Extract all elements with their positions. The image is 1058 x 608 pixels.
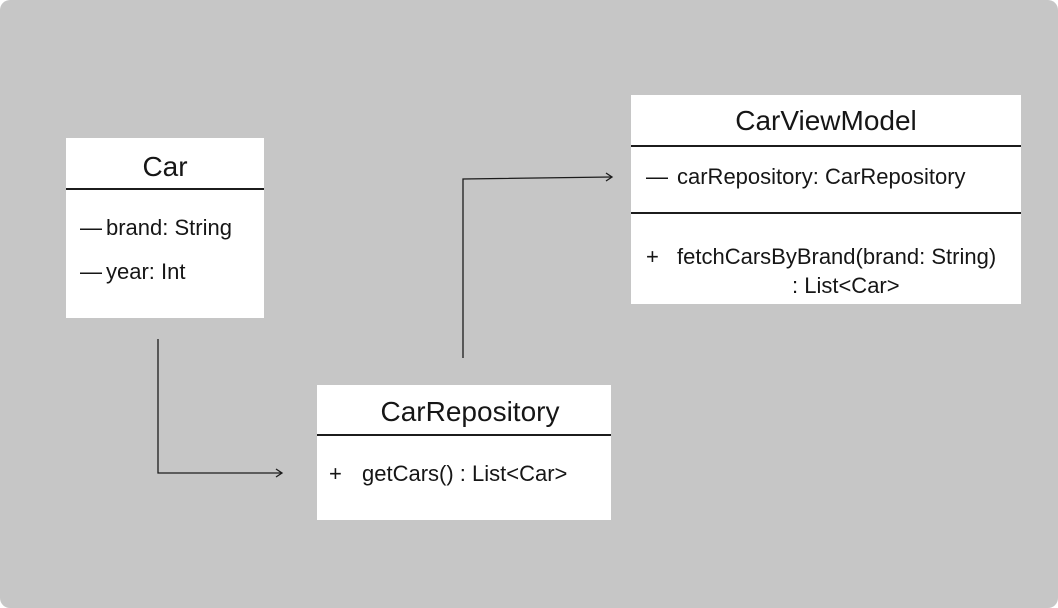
attribute-brand: —brand: String bbox=[80, 217, 232, 239]
class-divider bbox=[66, 188, 264, 190]
attribute-text: carRepository: CarRepository bbox=[677, 164, 966, 189]
class-name: CarViewModel bbox=[735, 105, 917, 136]
class-name: Car bbox=[142, 151, 188, 182]
car-to-repository-connector bbox=[157, 339, 284, 478]
method-text: fetchCarsByBrand(brand: String) bbox=[677, 244, 997, 269]
method-fetch-cars-by-brand: + fetchCarsByBrand(brand: String) bbox=[646, 246, 996, 268]
class-car[interactable]: Car —brand: String —year: Int bbox=[66, 138, 264, 318]
visibility-marker: + bbox=[329, 461, 342, 486]
visibility-marker: — bbox=[80, 215, 102, 240]
attribute-car-repository: — carRepository: CarRepository bbox=[646, 166, 966, 188]
class-name: CarRepository bbox=[380, 396, 560, 427]
class-divider bbox=[317, 434, 611, 436]
class-divider bbox=[631, 145, 1021, 147]
visibility-marker: — bbox=[646, 164, 668, 189]
visibility-marker: — bbox=[80, 259, 102, 284]
repository-to-viewmodel-line bbox=[462, 176, 612, 358]
class-car-repository[interactable]: CarRepository + getCars() : List<Car> bbox=[317, 385, 611, 520]
attribute-text: year: Int bbox=[106, 259, 186, 284]
repository-to-viewmodel-arrowhead bbox=[605, 172, 614, 182]
repository-to-viewmodel-connector bbox=[462, 172, 614, 358]
attribute-text: brand: String bbox=[106, 215, 232, 240]
attribute-year: —year: Int bbox=[80, 261, 185, 283]
class-car-view-model[interactable]: CarViewModel — carRepository: CarReposito… bbox=[631, 95, 1021, 304]
car-to-repository-arrowhead bbox=[275, 468, 284, 478]
method-text: getCars() : List<Car> bbox=[362, 461, 568, 486]
visibility-marker: + bbox=[646, 244, 659, 269]
method-get-cars: + getCars() : List<Car> bbox=[329, 463, 567, 485]
car-to-repository-line bbox=[157, 339, 281, 474]
method-return-type: : List<Car> bbox=[792, 273, 900, 298]
class-divider bbox=[631, 212, 1021, 214]
